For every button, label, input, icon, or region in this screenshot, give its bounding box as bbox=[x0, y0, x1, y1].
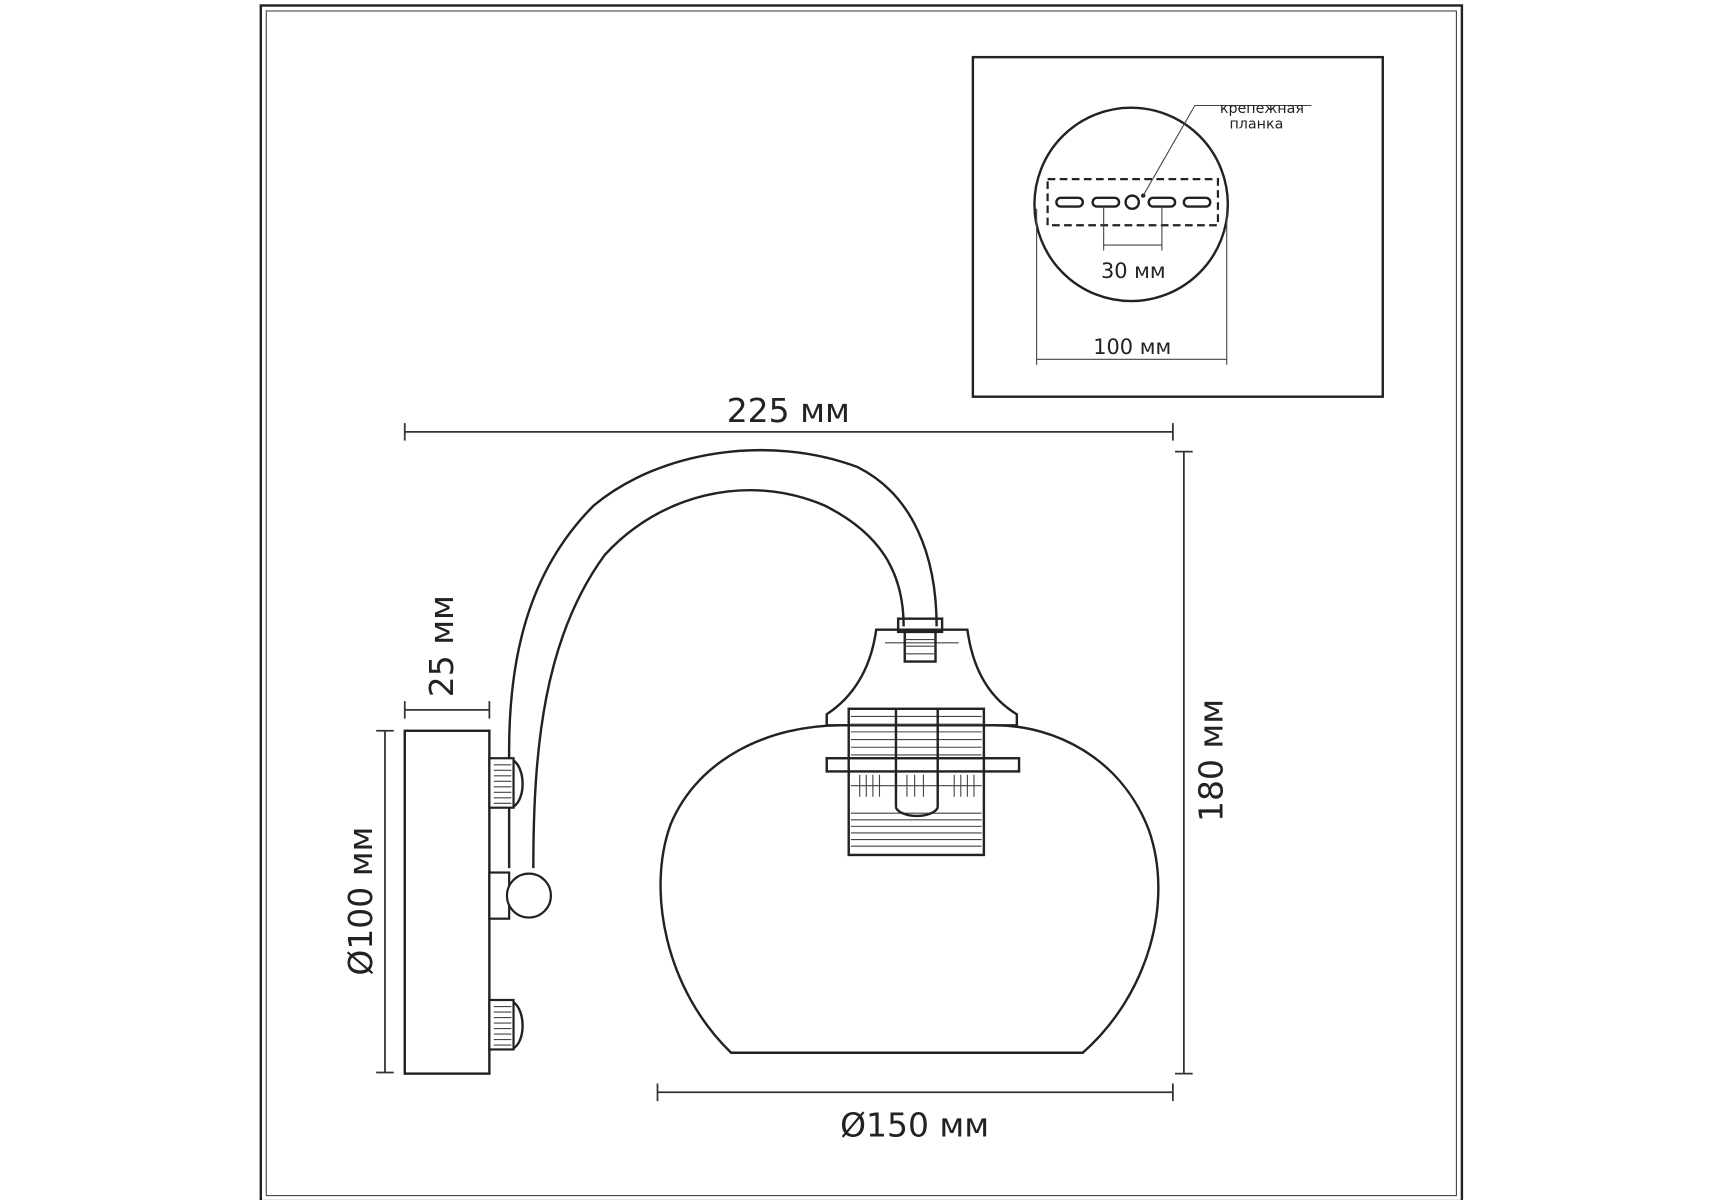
dim-150 bbox=[656, 1083, 1174, 1102]
arm-inner bbox=[532, 488, 905, 869]
plate-width-label: 100 мм bbox=[1093, 335, 1171, 359]
wall-lamp bbox=[403, 448, 1160, 1075]
center-hole bbox=[1124, 194, 1141, 211]
mounting-inset: крепежная планка 30 мм 100 мм bbox=[971, 55, 1384, 398]
screw-top bbox=[488, 757, 524, 809]
dim-150-label: Ø150 мм bbox=[840, 1105, 989, 1144]
width-dimension bbox=[1036, 208, 1228, 365]
outer-frame bbox=[259, 4, 1464, 1200]
plate-circle bbox=[1033, 106, 1230, 303]
dim-25 bbox=[403, 701, 491, 719]
arm-outer bbox=[507, 448, 938, 759]
slot-hole bbox=[1182, 196, 1212, 208]
spacing-dimension bbox=[1103, 206, 1163, 251]
knob bbox=[488, 871, 553, 920]
lamp-socket bbox=[825, 707, 1021, 857]
leader-line bbox=[1142, 104, 1312, 196]
screw-bottom bbox=[488, 998, 524, 1051]
glass-shade bbox=[659, 724, 1160, 1054]
slot-hole bbox=[1055, 196, 1084, 208]
hole-spacing-label: 30 мм bbox=[1101, 259, 1166, 283]
mounting-bracket-dashed bbox=[1046, 178, 1220, 227]
dim-180 bbox=[1175, 450, 1193, 1075]
bracket-label-1: крепежная bbox=[1220, 101, 1304, 117]
dim-100-label: Ø100 мм bbox=[341, 827, 380, 976]
socket-holder bbox=[825, 617, 1019, 727]
slot-hole bbox=[1147, 196, 1177, 208]
dim-225-label: 225 мм bbox=[727, 391, 850, 430]
dim-100 bbox=[376, 729, 394, 1074]
dim-225 bbox=[403, 423, 1174, 441]
dim-25-label: 25 мм bbox=[422, 595, 461, 697]
slot-hole bbox=[1091, 196, 1121, 208]
inset-frame bbox=[971, 55, 1384, 398]
wall-plate bbox=[403, 729, 491, 1075]
dim-180-label: 180 мм bbox=[1191, 699, 1230, 822]
inner-frame bbox=[265, 10, 1457, 1197]
bracket-label-2: планка bbox=[1229, 117, 1283, 133]
